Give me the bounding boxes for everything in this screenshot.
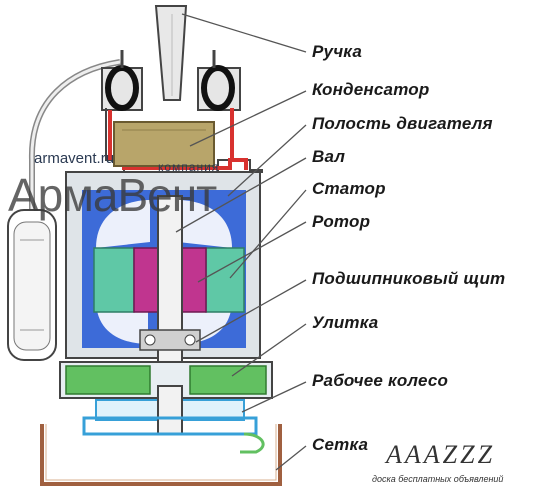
strainer bbox=[40, 424, 282, 486]
bearing-shield bbox=[139, 329, 201, 351]
watermark-board: доска бесплатных объявлений bbox=[372, 474, 504, 484]
label-impeller: Рабочее колесо bbox=[312, 371, 449, 390]
watermark-brand: АрмаВент bbox=[8, 169, 217, 221]
watermark-signature: AAAZZZ bbox=[386, 440, 496, 469]
cable-glands bbox=[101, 50, 241, 111]
label-handle: Ручка bbox=[312, 42, 362, 61]
label-motor-cavity: Полость двигателя bbox=[312, 114, 493, 133]
handle bbox=[154, 5, 188, 101]
watermark-url: armavent.ru bbox=[34, 150, 115, 167]
impeller bbox=[82, 385, 265, 454]
capacitor bbox=[113, 121, 215, 167]
leader-lines bbox=[175, 13, 307, 471]
label-volute: Улитка bbox=[312, 313, 379, 332]
label-stator: Статор bbox=[312, 179, 386, 198]
shaft bbox=[157, 195, 183, 387]
label-strainer: Сетка bbox=[312, 435, 369, 454]
label-capacitor: Конденсатор bbox=[312, 80, 430, 99]
power-cable bbox=[28, 59, 121, 215]
label-rotor: Ротор bbox=[312, 212, 371, 231]
stator bbox=[93, 247, 245, 313]
float-switch bbox=[7, 209, 57, 361]
label-bearing-shield: Подшипниковый щит bbox=[312, 269, 506, 288]
volute bbox=[59, 361, 273, 399]
label-shaft: Вал bbox=[312, 147, 346, 166]
watermark-company: компания bbox=[158, 160, 220, 174]
